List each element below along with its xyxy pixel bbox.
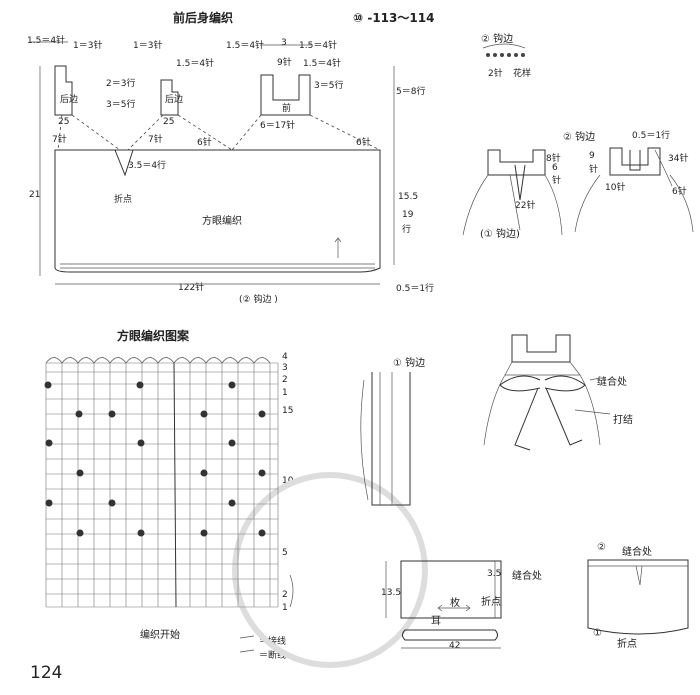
measure-label: 1.5＝4针 bbox=[27, 36, 66, 46]
row-number: 1 bbox=[282, 388, 288, 398]
piece-label-back: 后边 bbox=[165, 95, 184, 105]
measure-label: 6＝17针 bbox=[260, 121, 296, 131]
measure-label: 6针 bbox=[197, 138, 212, 148]
stitch-label: 方眼编织 bbox=[202, 216, 242, 227]
measure-label: 1.5＝4针 bbox=[226, 41, 265, 51]
needle-label: 2针 bbox=[488, 69, 503, 79]
edge-strip-diagram bbox=[360, 372, 411, 506]
row-number: 10 bbox=[282, 476, 294, 486]
dress-back-diagram bbox=[483, 334, 611, 451]
knot-label: 打结 bbox=[613, 415, 633, 426]
start-label: 编织开始 bbox=[140, 630, 180, 641]
row-number: 2 bbox=[282, 375, 288, 385]
piece-label-front: 前 bbox=[282, 104, 292, 114]
edge-label: ② 钩边 bbox=[563, 132, 596, 143]
row-number: 2 bbox=[282, 590, 288, 600]
circle-number: ② bbox=[597, 542, 606, 553]
height-label: 13.5 bbox=[381, 588, 402, 598]
measure-label: 1＝3针 bbox=[133, 41, 163, 51]
ribbon-diagram bbox=[385, 560, 502, 649]
seam-label: 缝合处 bbox=[512, 571, 542, 582]
needle-label: 34针 bbox=[668, 154, 689, 164]
ear-label: 耳 bbox=[431, 616, 441, 627]
height-label: 21 bbox=[29, 190, 41, 200]
section-title-body: 前后身编织 bbox=[173, 11, 234, 25]
body-chart bbox=[30, 41, 395, 285]
row-number: 4 bbox=[282, 352, 288, 362]
width-label: 42 bbox=[449, 641, 461, 651]
needle-label: 10针 bbox=[605, 183, 626, 193]
fold-label: 折点 bbox=[114, 195, 133, 205]
legend-cut: ＝断线 bbox=[259, 651, 287, 661]
measure-label: 3 bbox=[281, 38, 287, 48]
seam-label: 缝合处 bbox=[597, 377, 627, 388]
measure-label: 25 bbox=[58, 117, 70, 127]
needle-label: 9 bbox=[589, 151, 595, 161]
fold-label: 折点 bbox=[481, 597, 501, 608]
fold-label: 折点 bbox=[617, 639, 637, 650]
edge-label: (① 钩边) bbox=[480, 229, 520, 240]
row-label: 0.5＝1行 bbox=[632, 131, 671, 141]
seam-label: 缝合处 bbox=[622, 547, 652, 558]
watermark-ring bbox=[232, 472, 428, 668]
row-number: 3 bbox=[282, 363, 288, 373]
measure-label: 3.5＝4行 bbox=[128, 161, 167, 171]
circle-number: ① bbox=[593, 628, 602, 639]
piece-label-back: 后边 bbox=[60, 95, 79, 105]
measure-label: 25 bbox=[163, 117, 175, 127]
measure-label: 1＝3针 bbox=[73, 41, 103, 51]
measure-label: 1.5＝4针 bbox=[176, 59, 215, 69]
page-number: 124 bbox=[30, 663, 63, 683]
needle-label: 8针 bbox=[546, 154, 561, 164]
edge-label: (② 钩边 ) bbox=[239, 295, 278, 305]
row-label: 3＝5行 bbox=[106, 100, 136, 110]
row-label: 3＝5行 bbox=[314, 81, 344, 91]
measure-label: 1.5＝4针 bbox=[299, 41, 338, 51]
needle-label: 22针 bbox=[515, 201, 536, 211]
row-label: 2＝3行 bbox=[106, 79, 136, 89]
piece-label: 枚 bbox=[450, 598, 460, 609]
needle-label: 6针 bbox=[672, 187, 687, 197]
row-number: 5 bbox=[282, 548, 288, 558]
pattern-title: 方眼编织图案 bbox=[117, 329, 190, 343]
reference-number: ⑩ -113～114 bbox=[353, 11, 435, 25]
width-label: 122针 bbox=[178, 283, 205, 293]
needle-label: 针 bbox=[552, 176, 562, 186]
pattern-grid bbox=[44, 357, 294, 653]
measure-label: 7针 bbox=[148, 135, 163, 145]
needle-label: 6 bbox=[552, 163, 558, 173]
height-label: 15.5 bbox=[398, 192, 419, 202]
skirt-diagram bbox=[587, 559, 689, 635]
row-number: 1 bbox=[282, 603, 288, 613]
row-number: 15 bbox=[282, 406, 294, 416]
needle-label: 针 bbox=[589, 165, 599, 175]
height-label: 19 bbox=[402, 210, 414, 220]
row-label: 5＝8行 bbox=[396, 87, 426, 97]
measure-label: 3.5 bbox=[487, 569, 502, 579]
edge-label: ② 钩边 bbox=[481, 34, 514, 45]
measure-label: 1.5＝4针 bbox=[303, 59, 342, 69]
dress-detail-diagram bbox=[462, 43, 694, 236]
edge-label: ① 钩边 bbox=[393, 358, 426, 369]
measure-label: 6针 bbox=[356, 138, 371, 148]
measure-label: 9针 bbox=[277, 58, 292, 68]
height-label: 行 bbox=[402, 225, 412, 235]
edge-label: 0.5＝1行 bbox=[396, 284, 435, 294]
flower-label: 花样 bbox=[513, 69, 532, 79]
